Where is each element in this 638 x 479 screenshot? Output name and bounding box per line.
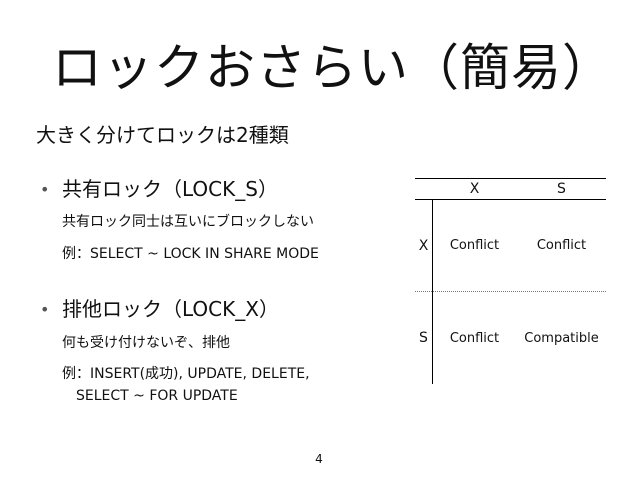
bullet-heading-exclusive-lock: 排他ロック（LOCK_X）: [62, 297, 279, 321]
page-number: 4: [315, 452, 323, 466]
bullet-detail: 何も受け付けないぞ、排他: [62, 335, 230, 351]
bullet-detail: 例：SELECT ~ LOCK IN SHARE MODE: [62, 246, 319, 262]
matrix-cell: Conflict: [449, 330, 500, 346]
bullet-heading-shared-lock: 共有ロック（LOCK_S）: [62, 177, 278, 201]
matrix-col-header-s: S: [557, 180, 566, 197]
matrix-cell: Conflict: [449, 238, 500, 253]
matrix-row-header-s: S: [419, 330, 428, 346]
bullet-detail: SELECT ~ FOR UPDATE: [76, 388, 238, 404]
matrix-row-divider: [415, 291, 606, 292]
matrix-row-header-x: X: [418, 237, 429, 254]
matrix-top-line: [415, 178, 606, 179]
matrix-col-header-x: X: [469, 180, 480, 197]
bullet-detail: 例：INSERT(成功), UPDATE, DELETE,: [62, 366, 310, 382]
slide-title: ロックおさらい（簡易）: [52, 39, 613, 97]
bullet-marker: •: [40, 300, 50, 319]
bullet-marker: •: [40, 180, 50, 199]
bullet-detail: 共有ロック同士は互いにブロックしない: [62, 214, 314, 230]
matrix-cell: Compatible: [524, 330, 599, 346]
matrix-header-line: [415, 199, 606, 200]
lock-compatibility-matrix: X S X Conflict Conflict S Conflict Compa…: [415, 178, 606, 384]
matrix-cell: Conflict: [536, 238, 587, 253]
slide-subtitle: 大きく分けてロックは2種類: [36, 123, 289, 147]
